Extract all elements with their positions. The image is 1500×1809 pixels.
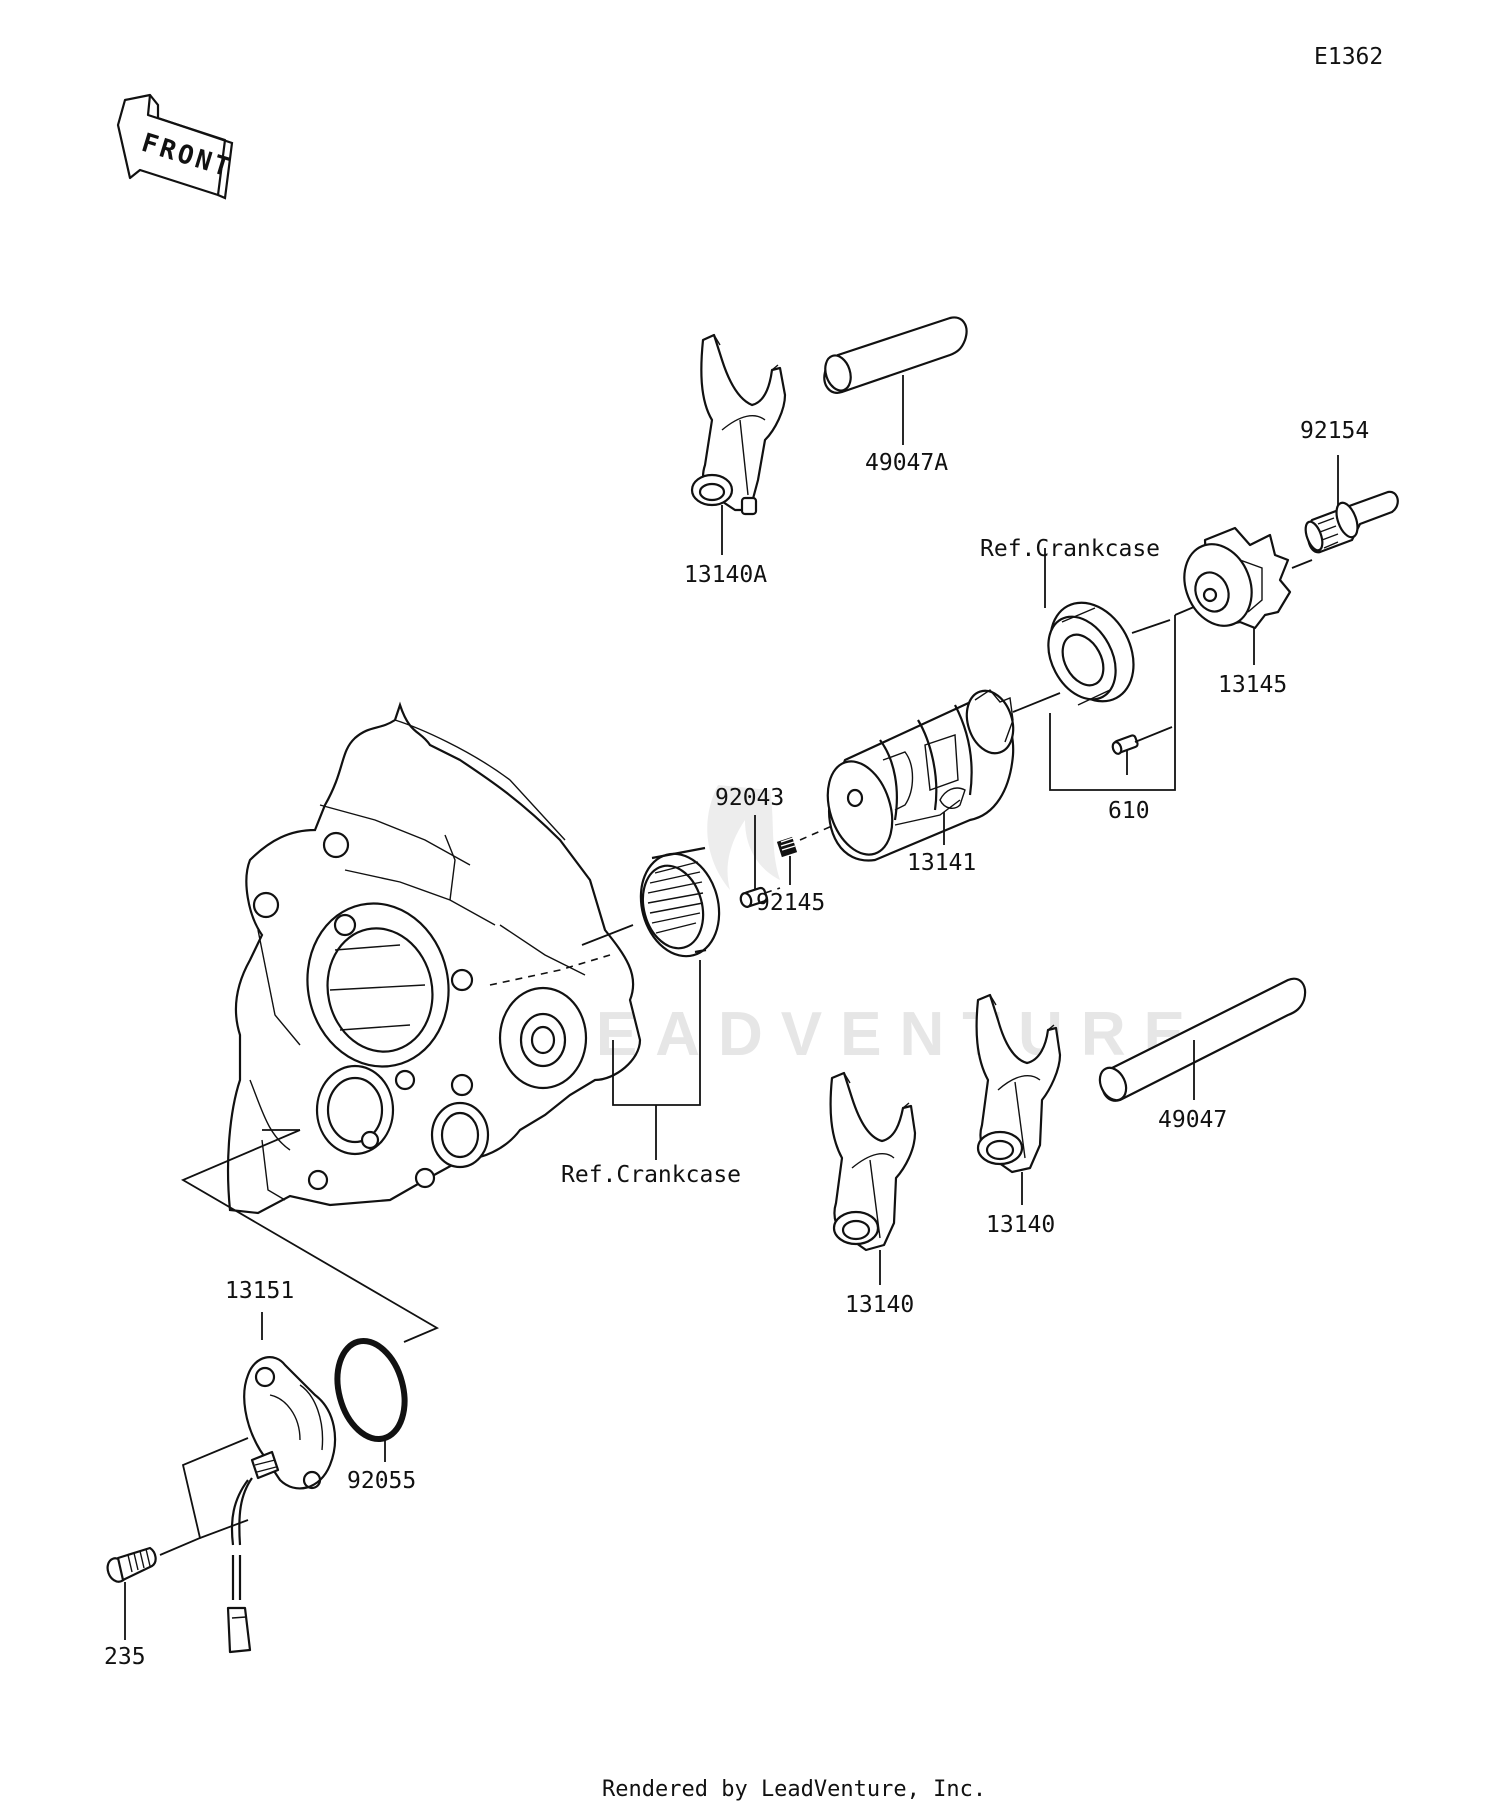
shift-fork-13140-left-drawing: [829, 1071, 917, 1252]
shift-fork-13140-right-drawing: [975, 993, 1062, 1174]
part-label-235: 235: [104, 1644, 146, 1670]
axis-line-drum-left: [764, 825, 833, 894]
part-label-13140-right: 13140: [986, 1212, 1055, 1238]
screw-235-drawing: [106, 1546, 157, 1583]
ref-crankcase-bottom-label: Ref.Crankcase: [561, 1162, 741, 1188]
o-ring-92055-drawing: [334, 1337, 408, 1443]
leader-235-bracket: [159, 1437, 249, 1556]
leader-bracket-sensor: [180, 1129, 440, 1343]
ball-bearing-drawing: [1047, 601, 1135, 706]
part-label-92043: 92043: [715, 785, 784, 811]
leader-bearing-axis: [581, 924, 634, 946]
axis-line-bearing: [1131, 619, 1171, 634]
needle-bearing-drawing: [639, 846, 721, 958]
part-label-49047A: 49047A: [865, 450, 948, 476]
dowel-pin-610-drawing: [1111, 734, 1139, 755]
ref-crankcase-top-label: Ref.Crankcase: [980, 536, 1160, 562]
front-arrow-icon: FRONT: [116, 93, 236, 200]
part-label-92055: 92055: [347, 1468, 416, 1494]
part-label-92145: 92145: [756, 890, 825, 916]
gear-position-sensor-13151-drawing: [226, 1356, 337, 1654]
leader-235-bracket-lower: [199, 1519, 249, 1539]
shift-drum-13141-drawing: [826, 689, 1015, 862]
watermark: LEADVENTURE: [540, 785, 1203, 1069]
shift-fork-13140A-drawing: [690, 333, 787, 516]
leader-bracket-610: [1049, 615, 1176, 791]
part-label-92154: 92154: [1300, 418, 1369, 444]
part-label-13145: 13145: [1218, 672, 1287, 698]
spring-92145-drawing: [776, 836, 798, 858]
shaft-49047-drawing: [1098, 977, 1307, 1102]
axis-line-610: [1134, 726, 1173, 743]
cam-segment-13145-drawing: [1183, 526, 1292, 630]
part-label-13141: 13141: [907, 850, 976, 876]
crankcase-reference-drawing: [226, 701, 642, 1215]
part-label-13151: 13151: [225, 1278, 294, 1304]
pin-92043-drawing: [739, 886, 768, 908]
footer-credit: Rendered by LeadVenture, Inc.: [602, 1777, 986, 1802]
axis-line-drum-right: [1012, 692, 1061, 713]
bolt-92154-drawing: [1304, 490, 1399, 554]
diagram-id: E1362: [1314, 44, 1383, 70]
part-label-13140A: 13140A: [684, 562, 767, 588]
part-label-13140-left: 13140: [845, 1292, 914, 1318]
shaft-49047A-drawing: [823, 316, 968, 394]
part-label-49047: 49047: [1158, 1107, 1227, 1133]
axis-line-92154: [1291, 559, 1313, 569]
part-label-610: 610: [1108, 798, 1150, 824]
watermark-text: LEADVENTURE: [540, 1000, 1203, 1069]
